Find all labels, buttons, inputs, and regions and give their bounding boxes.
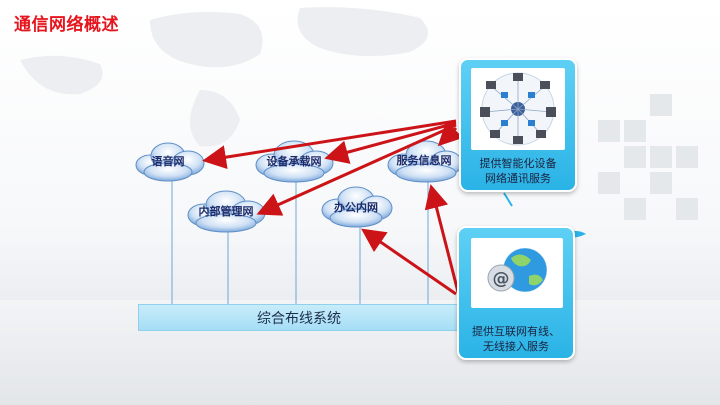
device-network-icon	[471, 68, 565, 150]
cloud-label-internal-management: 内部管理网	[199, 204, 254, 218]
arrow-to-voice-network	[202, 119, 457, 170]
arrow-to-equipment-bearer-network	[324, 121, 457, 164]
cloud-label-voice: 语音网	[152, 154, 185, 168]
internet-access-caption-line2: 无线接入服务	[483, 340, 549, 353]
internet-access-card: @ 提供互联网有线、 无线接入服务	[457, 226, 575, 360]
smart-device-network-card: 提供智能化设备 网络通讯服务	[459, 58, 577, 192]
smart-device-caption-line2: 网络通讯服务	[485, 172, 551, 185]
arrow-to-office-intranet	[361, 228, 457, 296]
cloud-voice-network: 语音网	[135, 142, 205, 182]
card-pointer-line	[503, 192, 513, 207]
svg-text:@: @	[493, 269, 510, 289]
cloud-equipment-bearer-network: 设备承载网	[255, 140, 334, 183]
cloud-label-office-intranet: 办公内网	[334, 200, 378, 214]
cloud-office-intranet: 办公内网	[321, 186, 393, 228]
arrow-to-service-info-network	[437, 120, 464, 147]
internet-access-caption-line1: 提供互联网有线、	[472, 325, 560, 338]
cloud-label-equipment-bearer: 设备承载网	[267, 154, 322, 168]
smart-device-caption-line1: 提供智能化设备	[479, 157, 557, 170]
smart-device-caption: 提供智能化设备 网络通讯服务	[461, 156, 575, 186]
slide-title: 通信网络概述	[14, 15, 119, 35]
internet-access-caption: 提供互联网有线、 无线接入服务	[459, 324, 573, 354]
arrow-to-internal-management-network	[256, 123, 457, 216]
arrow-to-service-info-network-2	[424, 184, 460, 293]
cloud-label-service-info: 服务信息网	[397, 153, 452, 167]
internet-globe-icon: @	[471, 238, 563, 308]
cloud-service-info-network: 服务信息网	[387, 140, 463, 183]
cabling-label: 综合布线系统	[257, 310, 341, 327]
integrated-cabling-system-bar: 综合布线系统	[138, 304, 460, 331]
cloud-internal-management-network: 内部管理网	[187, 190, 266, 233]
